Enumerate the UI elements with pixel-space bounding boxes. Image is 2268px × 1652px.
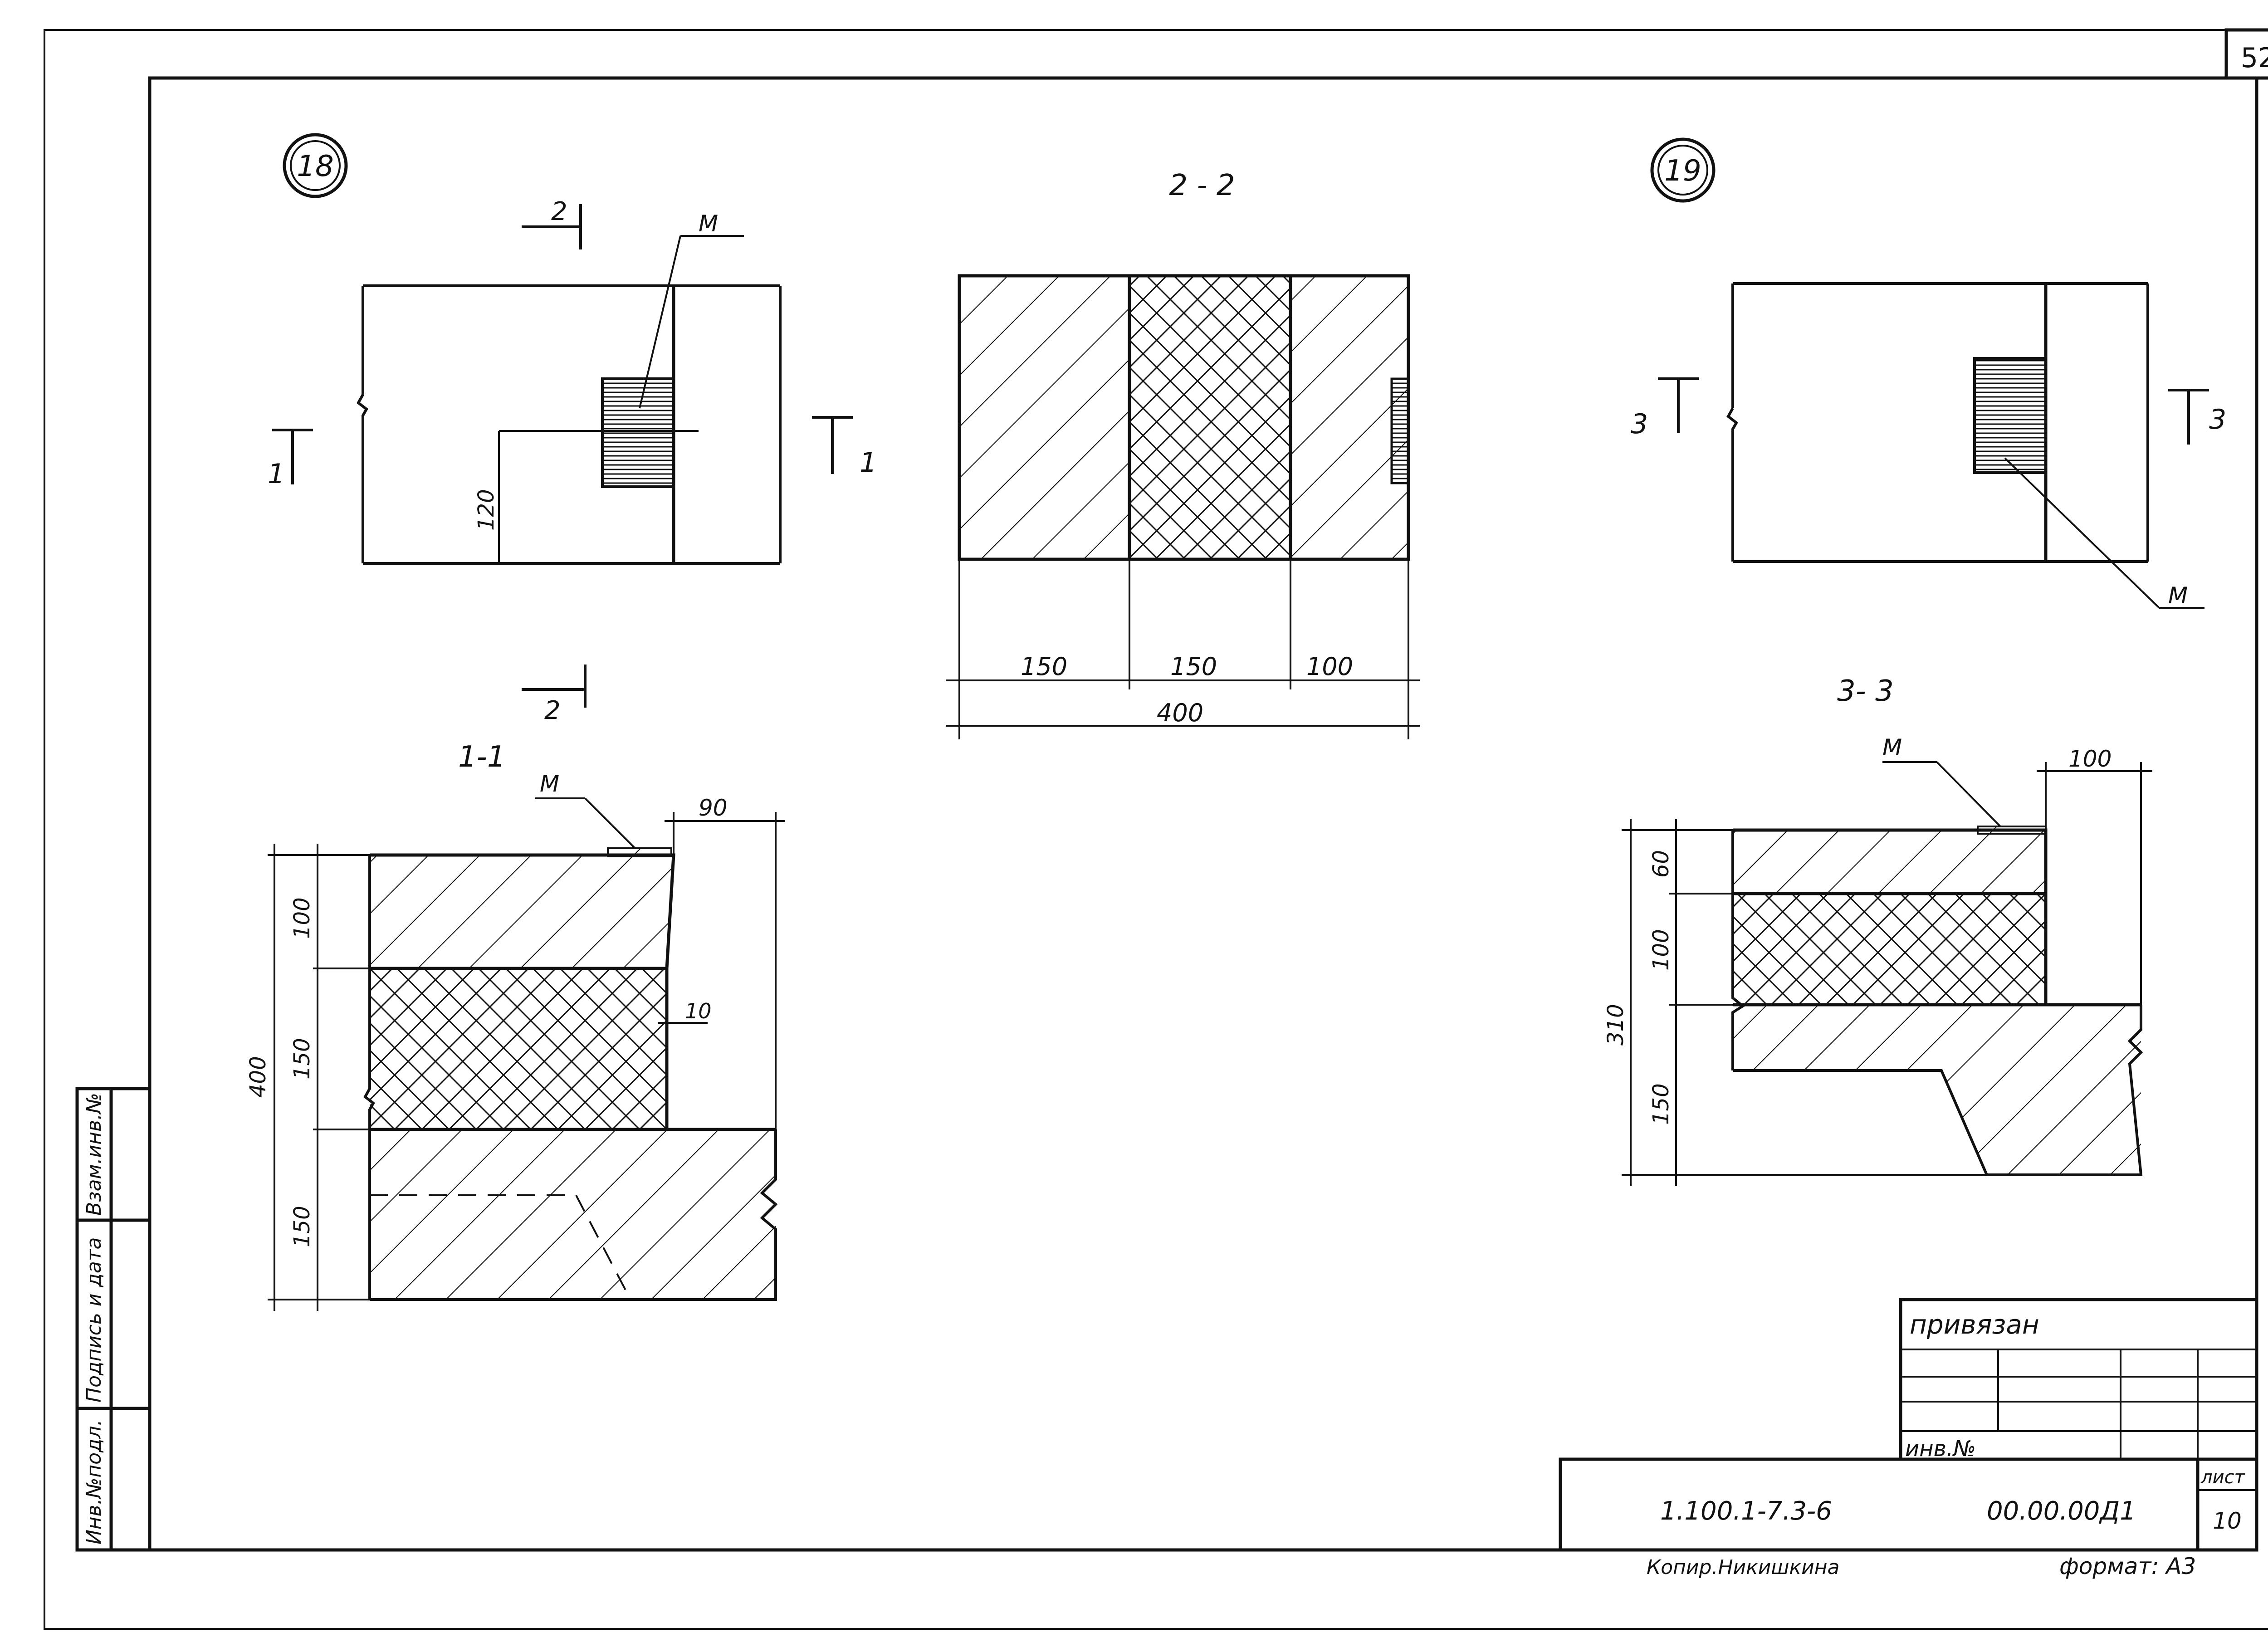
stamp-bound-to: привязан	[1910, 1309, 2039, 1340]
section-2-2-title: 2 - 2	[1169, 169, 1235, 202]
node-18-marker-m: М	[699, 210, 718, 237]
section-1-1-marker-m: М	[540, 771, 559, 797]
node-18-cut1-left: 1	[268, 458, 285, 490]
stamp-doc-code: 1.100.1-7.3-6	[1660, 1496, 1832, 1526]
section-2-2-dim-b: 150	[1170, 652, 1217, 681]
stamp-format: формат: А3	[2059, 1553, 2196, 1579]
section-1-1	[268, 797, 785, 1311]
section-1-1-dim-10: 10	[685, 999, 712, 1023]
section-1-1-dim-100: 100	[289, 897, 315, 939]
section-1-1-title: 1-1	[458, 740, 506, 774]
node-18-cut2-bottom: 2	[544, 696, 561, 725]
section-1-1-dim-total: 400	[245, 1056, 271, 1098]
node-19-cut3-left: 3	[1631, 408, 1648, 440]
section-1-1-dim-150a: 150	[289, 1038, 315, 1080]
section-2-2-dim-c: 100	[1306, 652, 1353, 681]
section-3-3-dim-total: 310	[1603, 1004, 1628, 1046]
node-18-cut1-right: 1	[860, 447, 877, 479]
side-strip-replaced-inv: Взам.инв.№	[83, 1093, 106, 1216]
node-19-label: 19	[1664, 154, 1701, 188]
stamp-list-label: лист	[2200, 1467, 2246, 1488]
sheet-frame	[44, 28, 2268, 1630]
stamp-doc-number: 00.00.00Д1	[1987, 1496, 2136, 1526]
title-block	[1559, 1298, 2258, 1552]
section-3-3-dim-top: 100	[2068, 746, 2112, 772]
side-strip: Инв.№подл. Подпись и дата Взам.инв.№	[75, 1087, 152, 1552]
page-number: 52	[2241, 42, 2268, 74]
node-18-cut2-top: 2	[551, 197, 567, 226]
side-strip-inv-orig: Инв.№подл.	[83, 1419, 106, 1544]
section-1-1-dim-top: 90	[699, 795, 728, 821]
node-19-cut3-right: 3	[2209, 404, 2226, 435]
stamp-copied-by: Копир.Никишкина	[1647, 1556, 1839, 1579]
section-3-3-title: 3- 3	[1837, 674, 1894, 708]
section-3-3-dim-60: 60	[1648, 850, 1674, 878]
node-18-dim-120: 120	[474, 489, 499, 531]
stamp-list-value: 10	[2213, 1508, 2242, 1534]
section-3-3-marker-m: М	[1882, 734, 1902, 761]
node-18-view	[272, 133, 853, 708]
section-3-3-dim-150: 150	[1648, 1083, 1674, 1125]
node-19-marker-m: М	[2168, 582, 2188, 609]
section-3-3-dim-100: 100	[1648, 929, 1674, 971]
section-2-2	[946, 274, 1420, 739]
node-18-label: 18	[297, 150, 333, 183]
side-strip-signature: Подпись и дата	[83, 1237, 106, 1403]
section-2-2-dim-a: 150	[1021, 652, 1067, 681]
section-2-2-dim-total: 400	[1157, 699, 1203, 727]
stamp-inv-no: инв.№	[1905, 1436, 1976, 1461]
section-3-3	[1622, 761, 2152, 1186]
node-19-view	[1650, 137, 2209, 609]
section-1-1-dim-150b: 150	[289, 1206, 315, 1247]
